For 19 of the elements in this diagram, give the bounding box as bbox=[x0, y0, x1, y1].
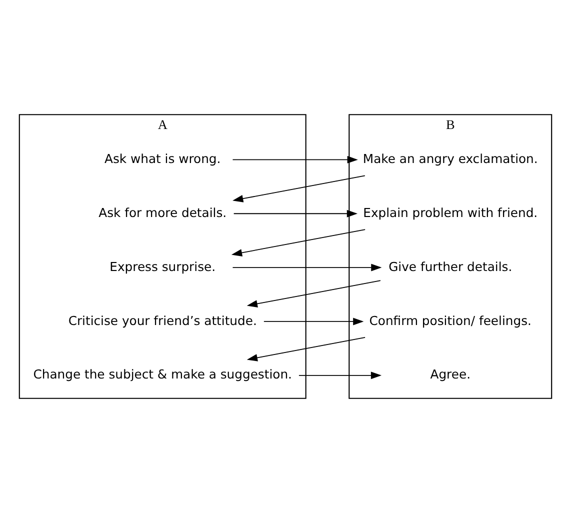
arrow bbox=[298, 371, 382, 379]
arrow bbox=[246, 280, 381, 307]
node-text: Explain problem with friend. bbox=[363, 205, 538, 220]
node-text: Ask for more details. bbox=[98, 205, 227, 220]
node-text: Change the subject & make a suggestion. bbox=[33, 367, 292, 382]
node-text: Confirm position/ feelings. bbox=[369, 313, 532, 328]
node-text: Give further details. bbox=[388, 259, 512, 274]
arrow bbox=[233, 209, 358, 217]
arrow bbox=[232, 174, 366, 202]
arrow bbox=[232, 155, 358, 163]
node-text: Criticise your friend’s attitude. bbox=[68, 313, 257, 328]
node-text: Make an angry exclamation. bbox=[362, 151, 538, 166]
arrow bbox=[231, 228, 366, 256]
arrow bbox=[263, 317, 364, 325]
arrow bbox=[246, 336, 366, 361]
node-text: Ask what is wrong. bbox=[104, 151, 221, 166]
node-text: Agree. bbox=[430, 367, 470, 382]
arrow bbox=[232, 263, 382, 271]
node-text: Express surprise. bbox=[110, 259, 216, 274]
